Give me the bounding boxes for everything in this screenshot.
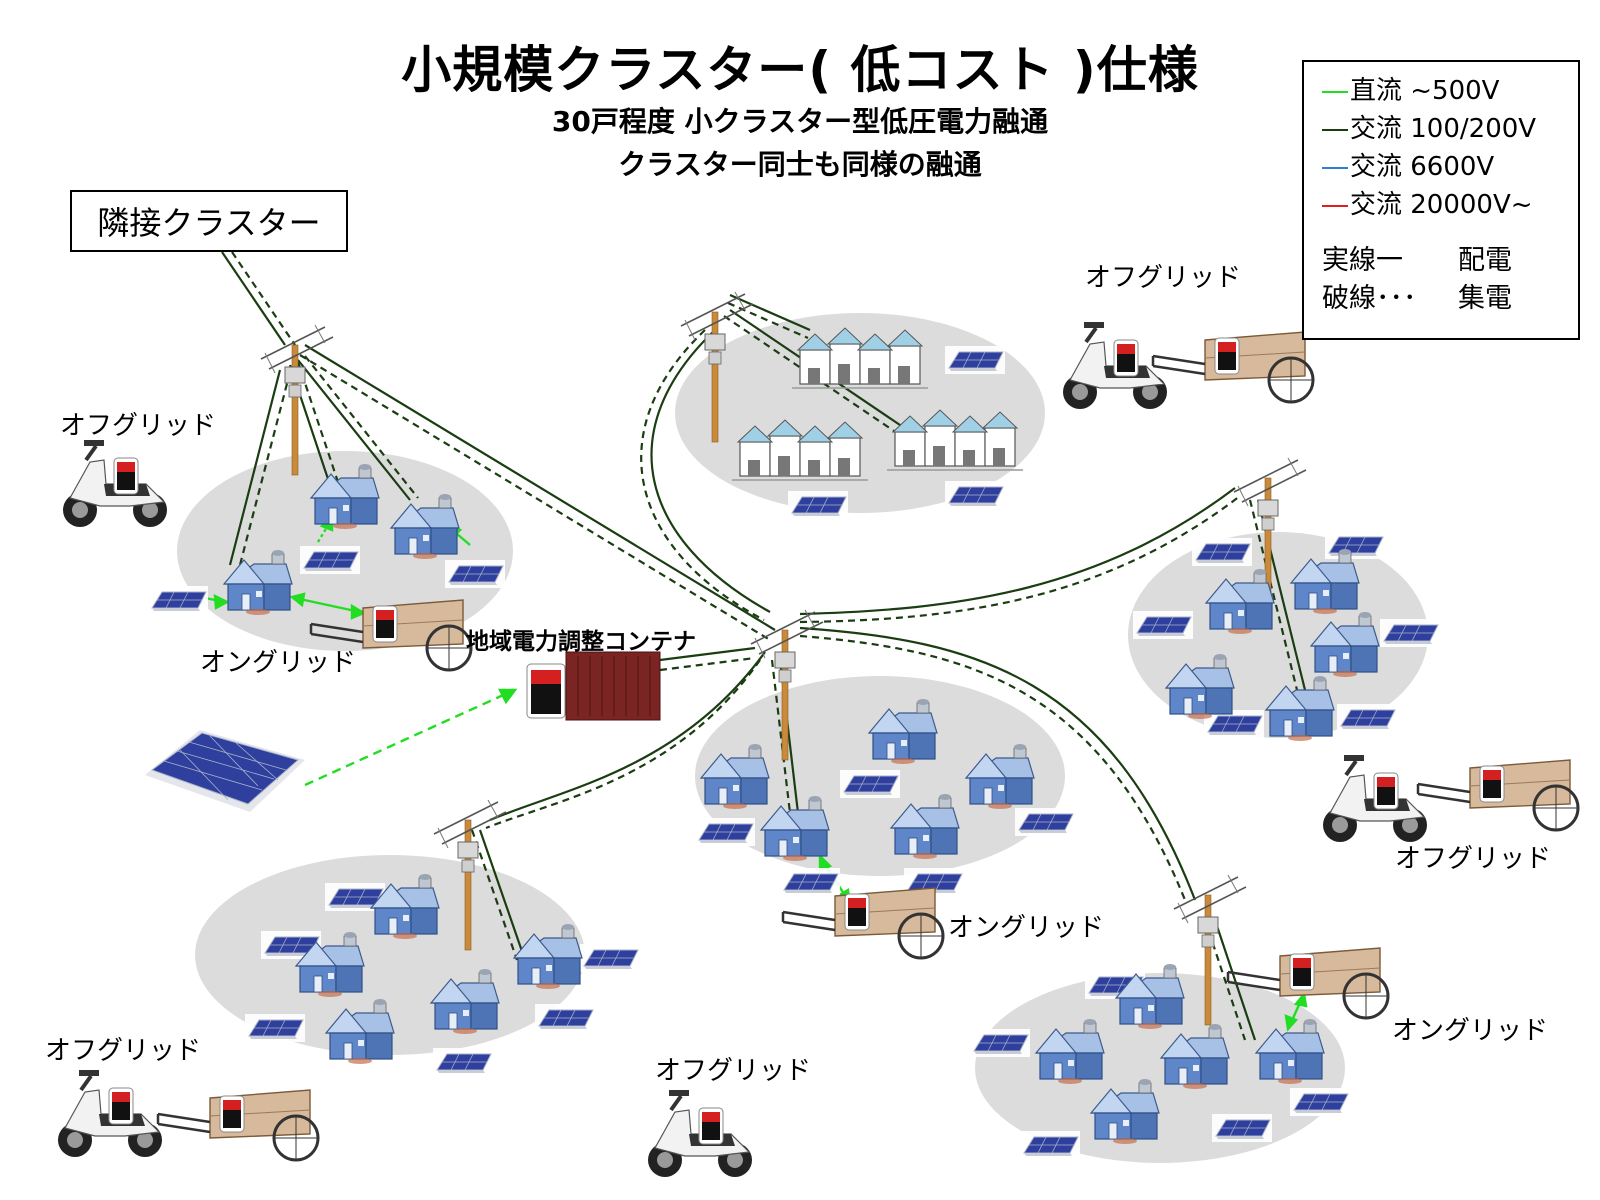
- offgrid-label-north: オフグリッド: [1085, 263, 1242, 293]
- subtitle-line-2: クラスター同士も同様の融通: [618, 148, 982, 181]
- legend-note-dashed-meaning: 集電: [1458, 283, 1512, 314]
- offgrid-label-south: オフグリッド: [655, 1056, 812, 1086]
- legend-note-dashed-line: 破線･･･: [1322, 283, 1417, 314]
- legend-item-dc: 直流 ~500V: [1322, 72, 1578, 110]
- legend: 直流 ~500V 交流 100/200V 交流 6600V 交流 20000V~…: [1302, 60, 1580, 340]
- legend-label-ac-low: 交流 100/200V: [1350, 114, 1537, 144]
- ongrid-label-southeast: オングリッド: [1392, 1016, 1549, 1046]
- solar-farm: [145, 730, 305, 812]
- legend-swatch-ac-6600: [1322, 166, 1348, 169]
- page-title: 小規模クラスター( 低コスト )仕様: [401, 41, 1199, 99]
- subtitle-line-1: 30戸程度 小クラスター型低圧電力融通: [551, 105, 1049, 138]
- legend-item-ac-6600: 交流 6600V: [1322, 148, 1578, 186]
- scooter-east: [1323, 755, 1427, 842]
- scooter-southwest: [58, 1070, 162, 1157]
- legend-note-solid-meaning: 配電: [1458, 245, 1512, 276]
- legend-item-ac-20000: 交流 20000V~: [1322, 186, 1578, 224]
- cart-north: [1153, 332, 1313, 402]
- scooter-west: [63, 440, 167, 527]
- cart-east: [1418, 760, 1578, 830]
- scooter-north: [1063, 322, 1167, 409]
- legend-label-ac-20000: 交流 20000V~: [1350, 190, 1533, 220]
- container-label: 地域電力調整コンテナ: [466, 629, 696, 655]
- scooter-south: [648, 1090, 752, 1177]
- cart-southwest: [158, 1090, 318, 1160]
- ongrid-label-west: オングリッド: [200, 648, 357, 678]
- legend-swatch-ac-low: [1322, 128, 1348, 131]
- cart-ongrid-center: [783, 888, 943, 958]
- offgrid-label-southwest: オフグリッド: [45, 1036, 202, 1066]
- legend-note-solid: 実線一 配電: [1322, 242, 1578, 280]
- offgrid-label-east: オフグリッド: [1395, 844, 1552, 874]
- legend-swatch-ac-20000: [1322, 204, 1348, 207]
- offgrid-label-west: オフグリッド: [60, 411, 217, 441]
- legend-label-ac-6600: 交流 6600V: [1350, 152, 1495, 182]
- legend-label-dc: 直流 ~500V: [1350, 76, 1500, 106]
- legend-note-dashed: 破線･･･ 集電: [1322, 280, 1578, 318]
- legend-swatch-dc: [1322, 90, 1348, 93]
- legend-note-solid-line: 実線一: [1322, 245, 1403, 276]
- regional-power-container: [526, 651, 661, 721]
- legend-item-ac-low: 交流 100/200V: [1322, 110, 1578, 148]
- ongrid-label-center: オングリッド: [948, 913, 1105, 943]
- neighbor-cluster-box: 隣接クラスター: [70, 190, 348, 252]
